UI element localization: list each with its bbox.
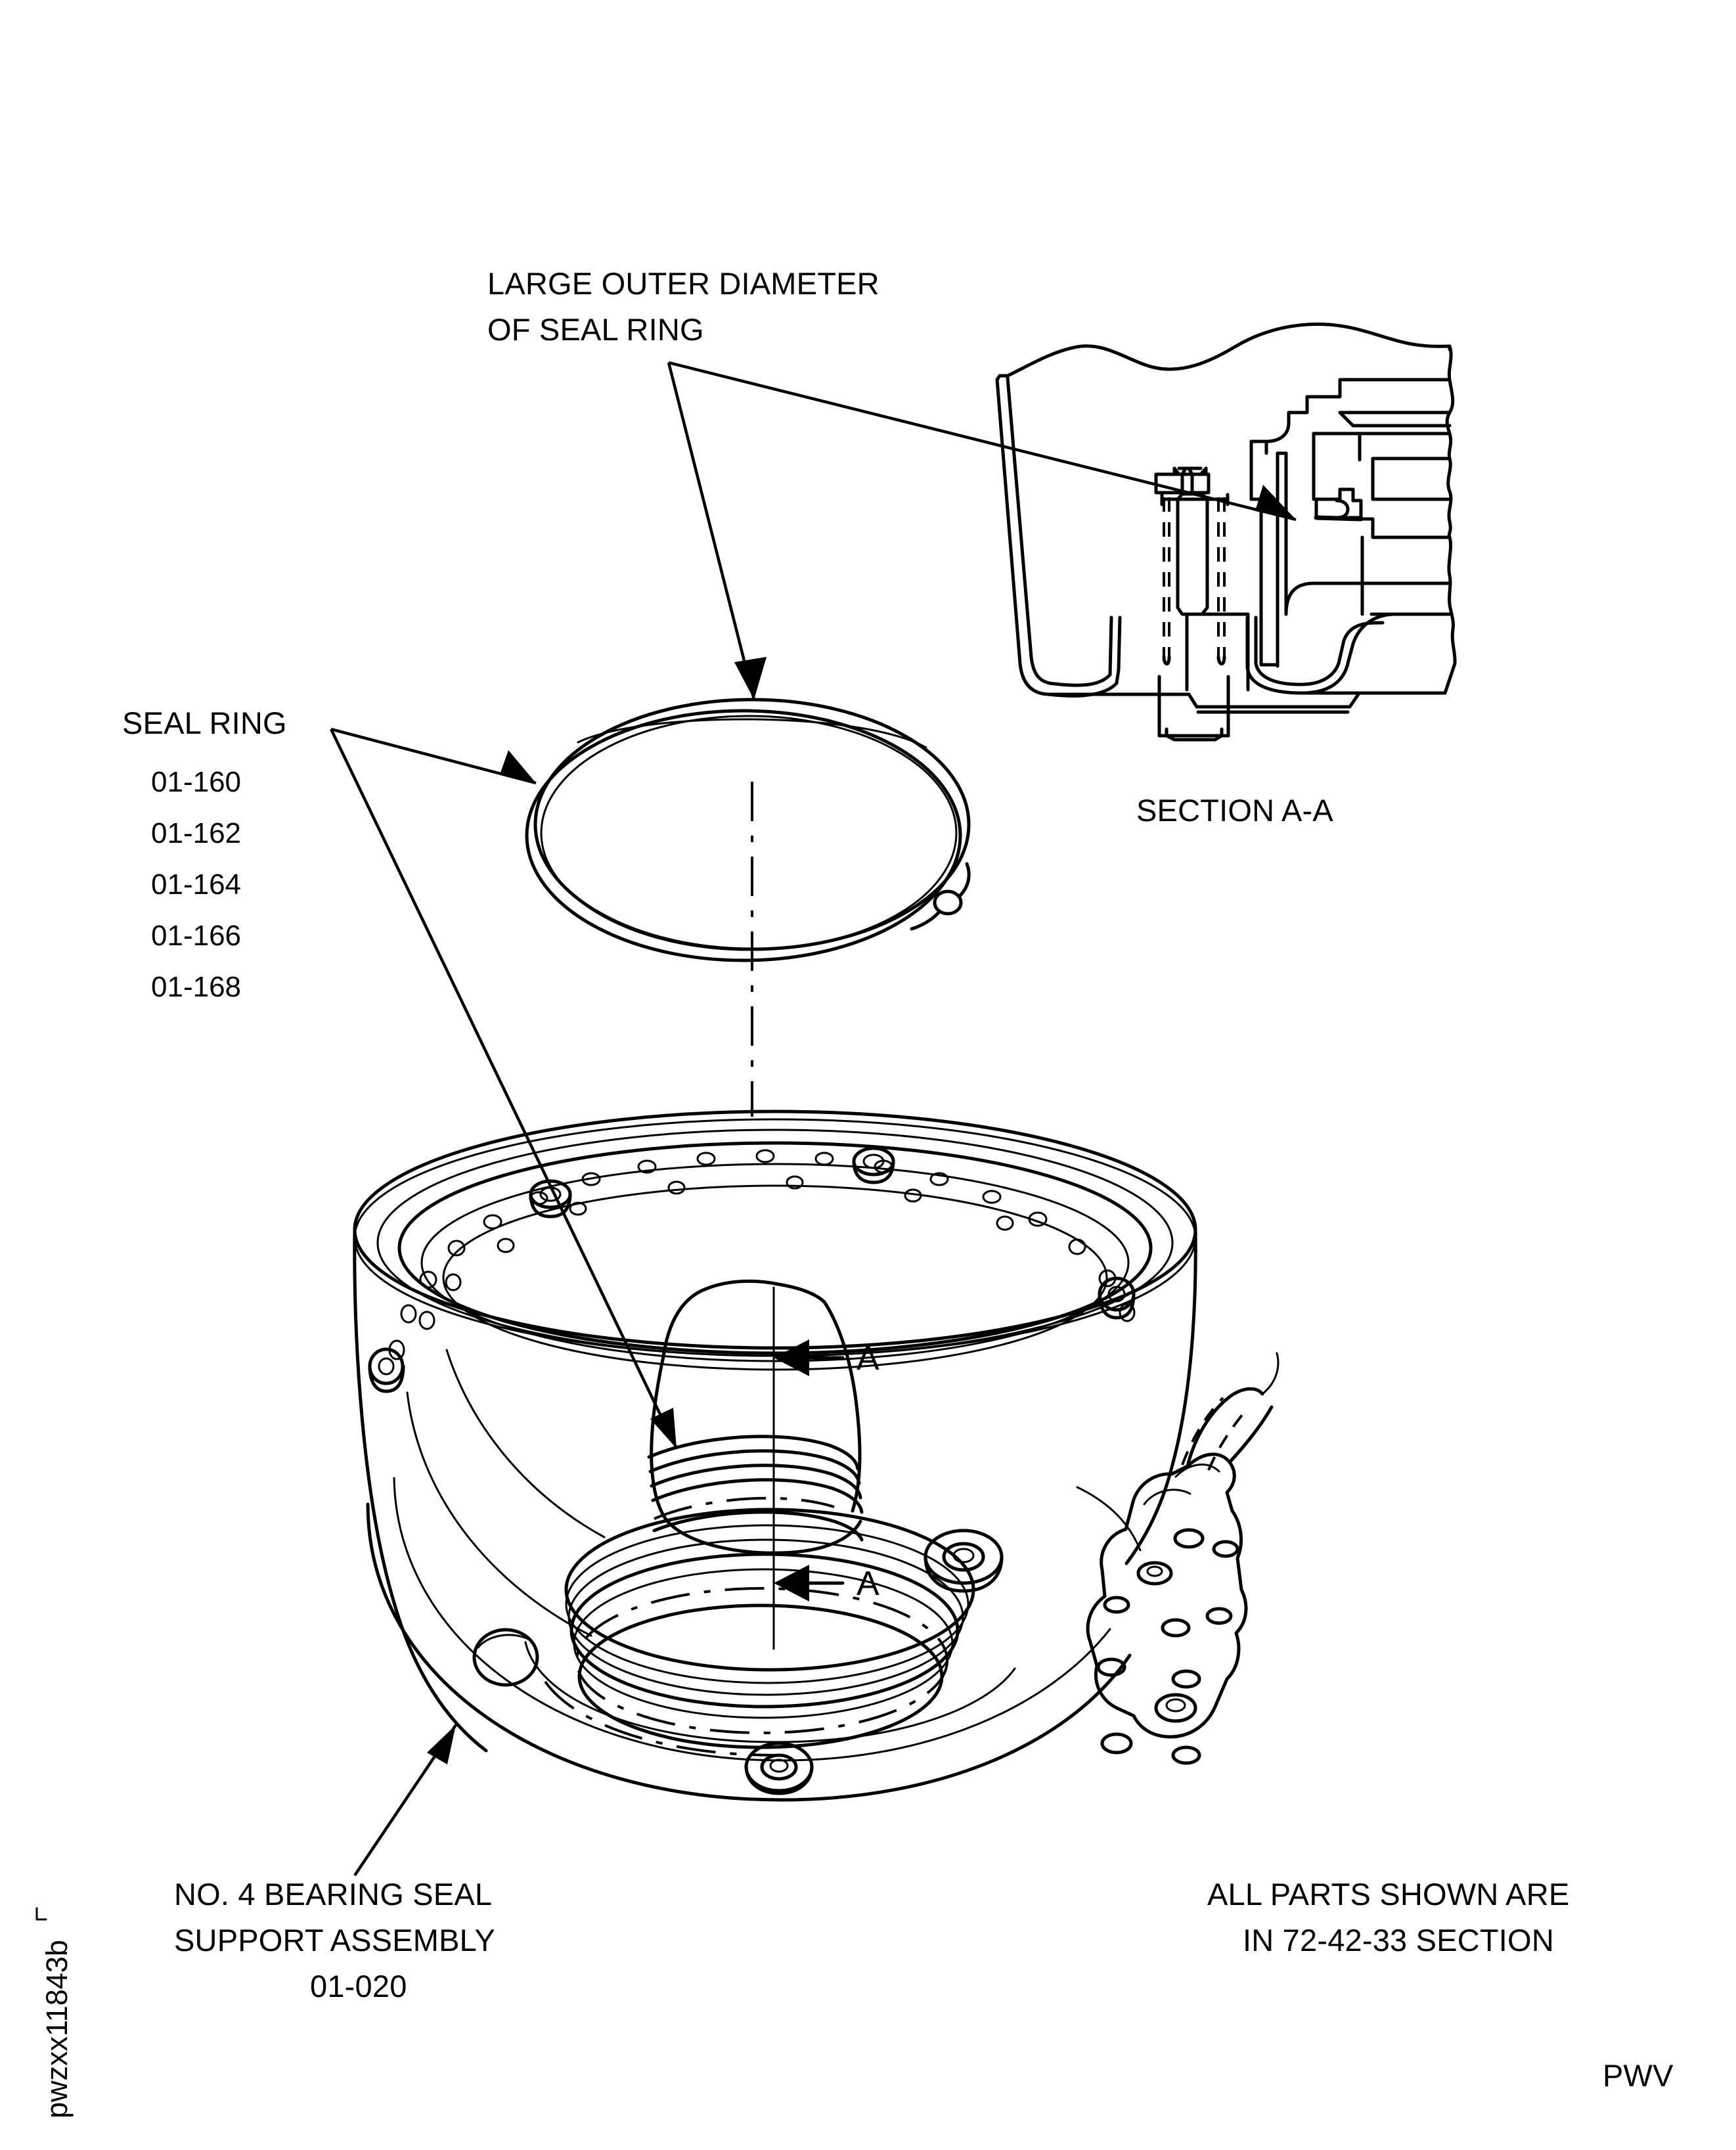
seal-ring-label-title: SEAL RING [122,705,287,740]
seal-ring-leader-to-ring [330,727,537,785]
section-cut-line-markers: A A [772,1286,879,1650]
hub-seal-groove-bands [647,1435,864,1542]
seal-ring-part-number-0: 01-160 [151,766,241,798]
seal-ring-part-number-2: 01-164 [151,868,241,901]
seal-ring-part [525,698,971,1117]
callout-support-assembly: NO. 4 BEARING SEAL SUPPORT ASSEMBLY 01-0… [174,1724,495,2004]
right-mounting-pad [1086,1352,1280,1765]
callout-seal-ring: SEAL RING 01-160 01-162 01-164 01-166 01… [122,705,679,1449]
face-bosses [472,1529,1004,1795]
large-od-label-line1: LARGE OUTER DIAMETER [487,266,879,301]
manufacturer-code: PWV [1603,2058,1674,2093]
note-line1: ALL PARTS SHOWN ARE [1207,1877,1569,1912]
drawing-number: pwzxx11843b [40,1940,74,2118]
seal-ring-part-number-3: 01-166 [151,920,241,952]
support-assembly-part-number: 01-020 [310,1969,407,2004]
center-bore [564,1508,975,1749]
large-od-leader-to-ring [667,362,767,700]
section-arrow-lower: A [774,1565,879,1603]
section-mark-lower: A [857,1565,879,1603]
note-line2: IN 72-42-33 SECTION [1243,1923,1554,1958]
callout-large-outer-diameter: LARGE OUTER DIAMETER OF SEAL RING [487,266,1297,700]
support-assembly-leader [353,1724,457,1877]
section-aa-detail-view: SECTION A-A [995,323,1457,828]
support-assembly-label-line1: NO. 4 BEARING SEAL [174,1877,492,1912]
seal-ring-part-number-1: 01-162 [151,817,241,849]
section-arrow-upper: A [774,1339,879,1377]
large-od-label-line2: OF SEAL RING [487,312,704,347]
seal-ring-part-number-4: 01-168 [151,971,241,1003]
drawing-number-block: pwzxx11843b [35,1907,74,2118]
support-assembly-label-line2: SUPPORT ASSEMBLY [174,1923,495,1958]
bearing-seal-support-housing [353,1109,1280,1802]
seal-ring-leader-to-groove [329,728,679,1449]
flange-dowel-bosses [368,1146,1136,1393]
section-mark-upper: A [857,1339,879,1377]
note-all-parts: ALL PARTS SHOWN ARE IN 72-42-33 SECTION [1207,1877,1569,1958]
section-aa-label: SECTION A-A [1136,793,1333,828]
